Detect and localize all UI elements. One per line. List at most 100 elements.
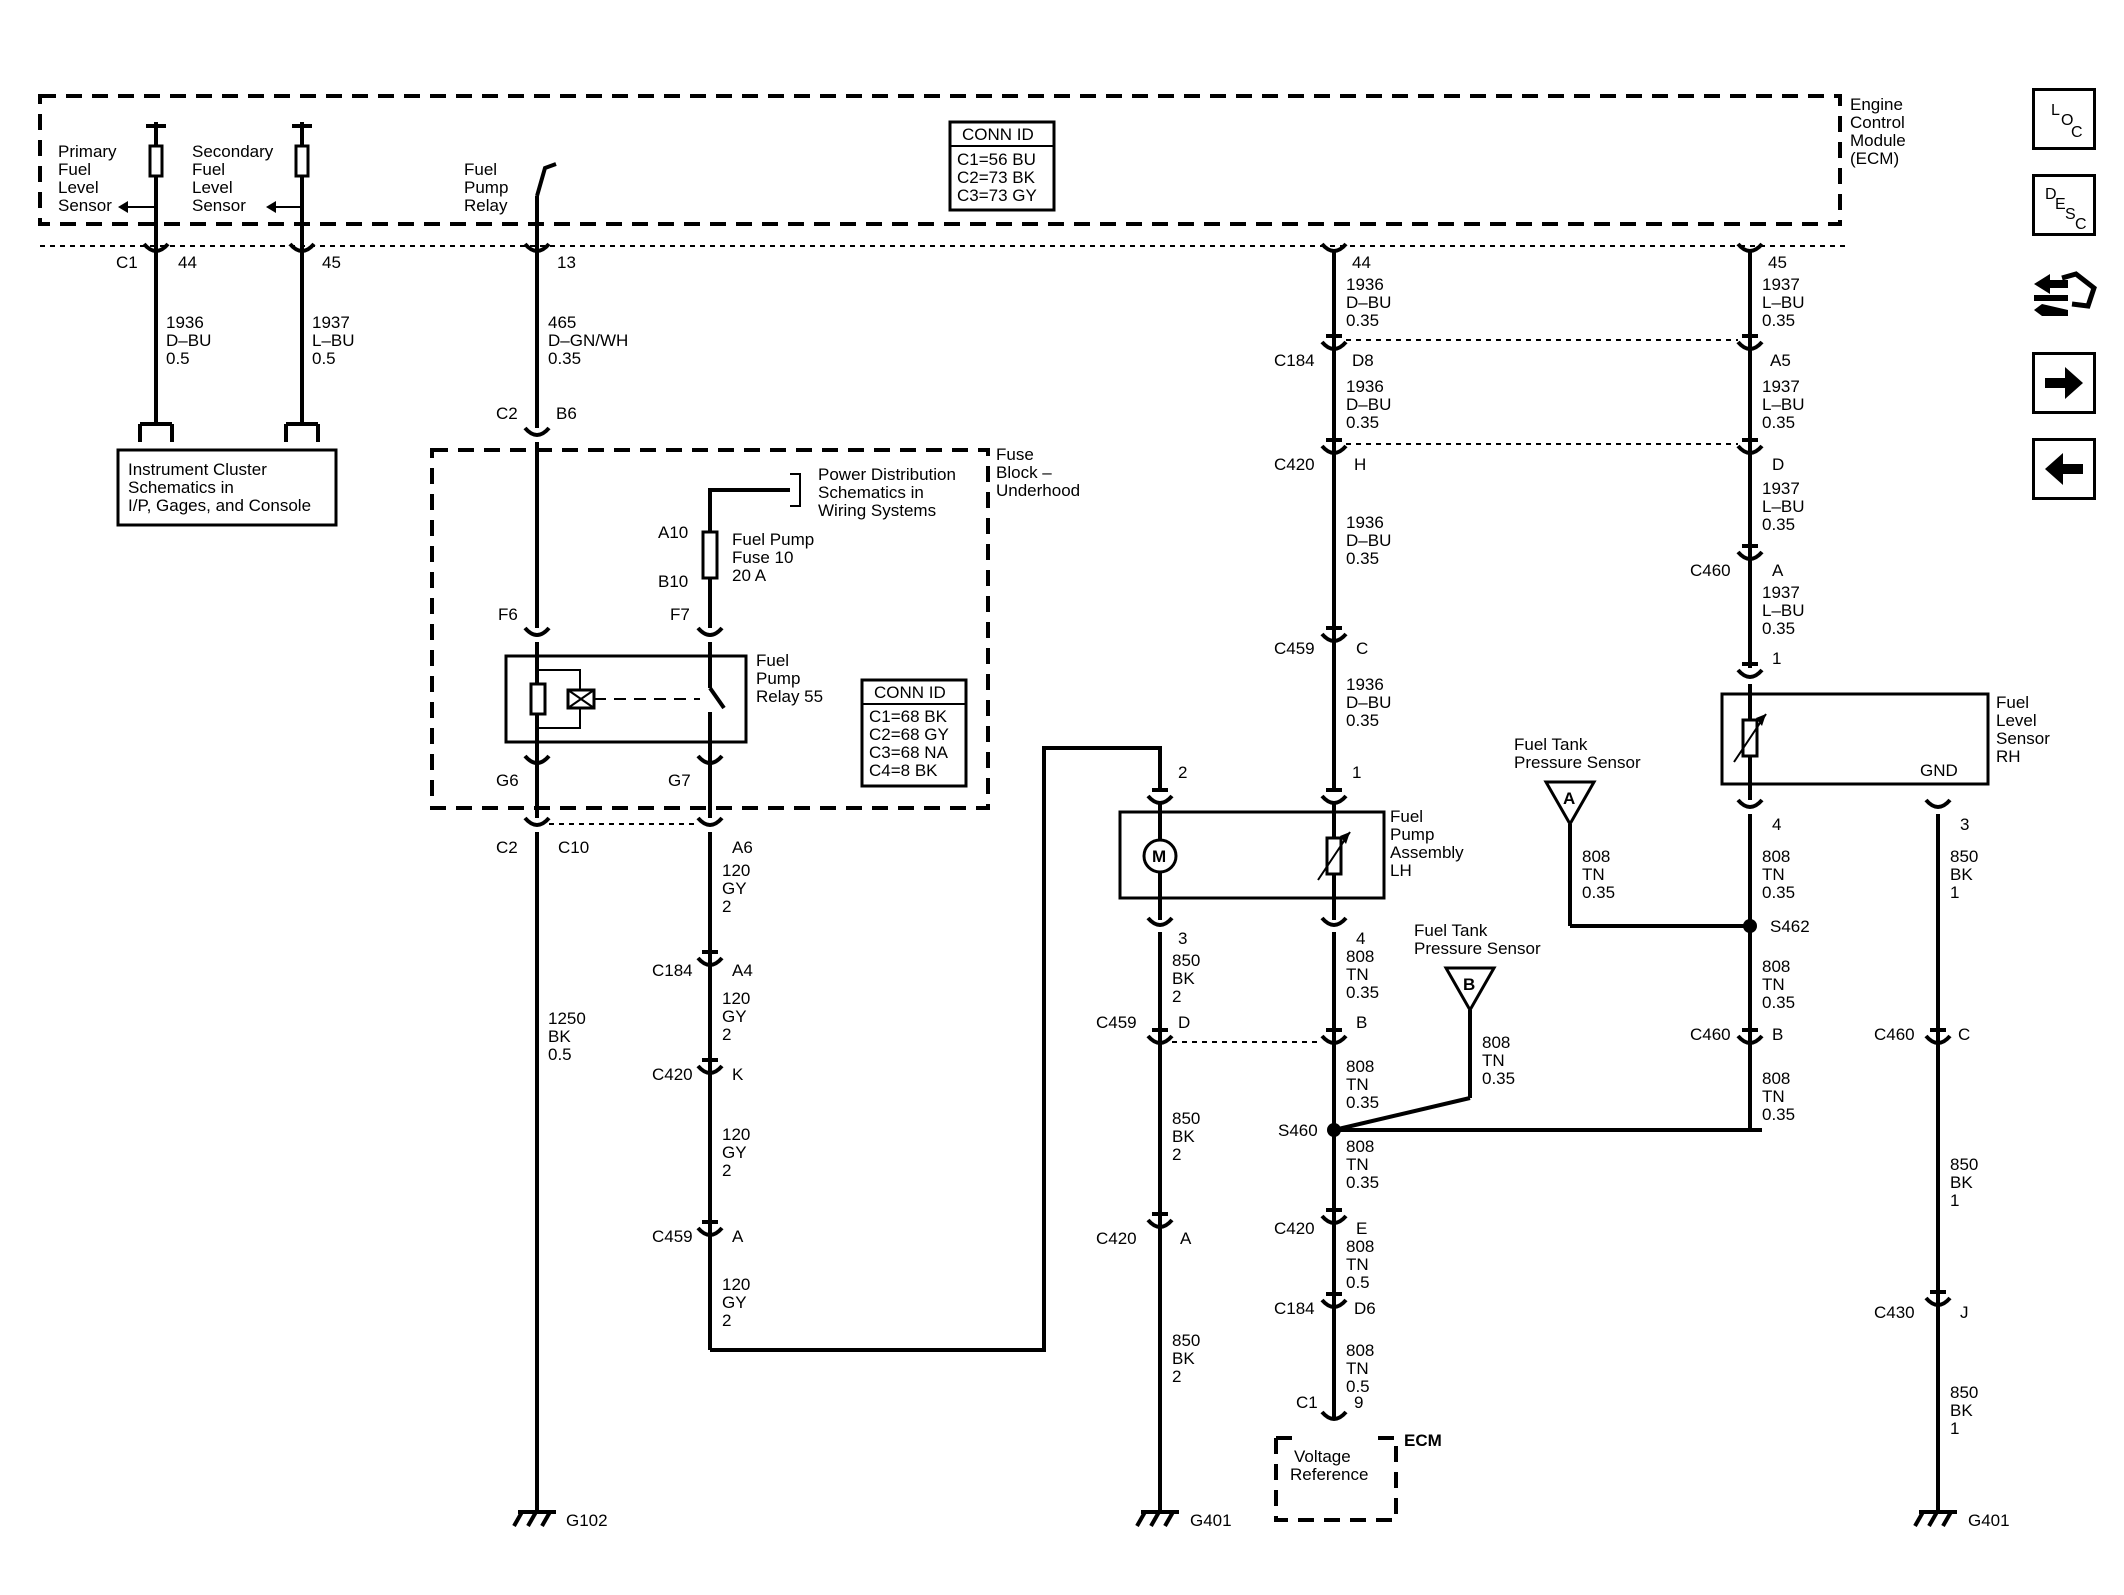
svg-text:A10: A10 [658, 523, 688, 542]
svg-text:B: B [1463, 975, 1475, 994]
svg-text:A5: A5 [1770, 351, 1791, 370]
svg-text:808: 808 [1346, 947, 1374, 966]
svg-text:Schematics in: Schematics in [818, 483, 924, 502]
svg-text:1937: 1937 [1762, 275, 1800, 294]
svg-text:0.35: 0.35 [1346, 711, 1379, 730]
previous-button[interactable] [2032, 438, 2096, 500]
svg-text:Fuel Tank: Fuel Tank [1514, 735, 1588, 754]
svg-text:Pump: Pump [464, 178, 508, 197]
svg-text:C459: C459 [652, 1227, 693, 1246]
location-button[interactable]: L O C [2032, 88, 2096, 150]
svg-text:1: 1 [1950, 883, 1959, 902]
svg-text:3: 3 [1960, 815, 1969, 834]
svg-text:Fuse 10: Fuse 10 [732, 548, 793, 567]
svg-text:GND: GND [1920, 761, 1958, 780]
svg-text:1: 1 [1950, 1419, 1959, 1438]
svg-text:Assembly: Assembly [1390, 843, 1464, 862]
svg-text:TN: TN [1762, 975, 1785, 994]
svg-text:0.35: 0.35 [1346, 983, 1379, 1002]
svg-text:Level: Level [58, 178, 99, 197]
svg-text:1: 1 [1352, 763, 1361, 782]
fuse-block-title: Fuse Block – Underhood [996, 445, 1080, 500]
svg-text:C1=68 BK: C1=68 BK [869, 707, 948, 726]
svg-text:850: 850 [1172, 951, 1200, 970]
svg-text:C420: C420 [1274, 455, 1315, 474]
svg-text:GY: GY [722, 879, 747, 898]
svg-text:2: 2 [1178, 763, 1187, 782]
ground-g102: G102 [512, 1510, 608, 1530]
svg-text:I/P, Gages, and Console: I/P, Gages, and Console [128, 496, 311, 515]
svg-text:0.35: 0.35 [1346, 311, 1379, 330]
svg-text:0.35: 0.35 [1346, 1173, 1379, 1192]
svg-text:D–BU: D–BU [1346, 293, 1391, 312]
description-button[interactable]: D E S C [2032, 174, 2096, 236]
desc-letter-s: S [2065, 206, 2076, 223]
fuel-pump-assembly-lh: 2 1 M Fuel Pump Assembly LH 3 4 [1118, 763, 1464, 948]
wire-465: 465 D–GN/WH 0.35 C2 B6 [496, 252, 628, 437]
svg-text:C460: C460 [1690, 1025, 1731, 1044]
svg-text:S462: S462 [1770, 917, 1810, 936]
power-distribution-reference: Power Distribution Schematics in Wiring … [708, 465, 956, 616]
fuel-pump-relay-input: Fuel Pump Relay [464, 160, 557, 250]
ecm-title: Engine Control Module (ECM) [1850, 95, 1906, 168]
svg-text:G7: G7 [668, 771, 691, 790]
svg-text:BK: BK [1950, 1401, 1973, 1420]
svg-text:1: 1 [1772, 649, 1781, 668]
svg-text:C2=73 BK: C2=73 BK [957, 168, 1036, 187]
svg-text:Relay: Relay [464, 196, 508, 215]
svg-text:4: 4 [1356, 929, 1365, 948]
svg-text:ECM: ECM [1404, 1431, 1442, 1450]
svg-text:L–BU: L–BU [1762, 293, 1805, 312]
svg-text:C3=73 GY: C3=73 GY [957, 186, 1037, 205]
svg-text:D–BU: D–BU [166, 331, 211, 350]
svg-text:0.35: 0.35 [1762, 311, 1795, 330]
connector-view-button[interactable] [2028, 262, 2100, 328]
svg-text:K: K [732, 1065, 744, 1084]
svg-text:C2: C2 [496, 404, 518, 423]
svg-text:Fuel: Fuel [192, 160, 225, 179]
loc-letter-l: L [2051, 102, 2060, 119]
desc-letter-d: D [2045, 186, 2057, 203]
ecm-box [38, 94, 1842, 226]
svg-text:C3=68 NA: C3=68 NA [869, 743, 949, 762]
ground-g401-left: G401 [1135, 1510, 1232, 1530]
svg-text:L–BU: L–BU [1762, 497, 1805, 516]
svg-text:C460: C460 [1874, 1025, 1915, 1044]
svg-text:808: 808 [1582, 847, 1610, 866]
svg-text:G401: G401 [1190, 1511, 1232, 1530]
svg-text:Instrument Cluster: Instrument Cluster [128, 460, 267, 479]
svg-text:Fuel: Fuel [58, 160, 91, 179]
svg-text:3: 3 [1178, 929, 1187, 948]
svg-text:120: 120 [722, 1125, 750, 1144]
wire-1936-to-pump: 1936 D–BU 0.35 C184 D8 1936 D–BU 0.35 C4… [1274, 252, 1738, 790]
svg-text:120: 120 [722, 861, 750, 880]
svg-text:4: 4 [1772, 815, 1781, 834]
svg-text:BK: BK [1950, 1173, 1973, 1192]
svg-text:Level: Level [192, 178, 233, 197]
svg-text:2: 2 [722, 897, 731, 916]
svg-text:B: B [1772, 1025, 1783, 1044]
svg-text:A6: A6 [732, 838, 753, 857]
instrument-cluster-box: Instrument Cluster Schematics in I/P, Ga… [116, 448, 338, 527]
svg-text:0.35: 0.35 [1762, 1105, 1795, 1124]
svg-text:TN: TN [1762, 865, 1785, 884]
arrow-left-icon [2045, 453, 2083, 485]
svg-text:TN: TN [1346, 1075, 1369, 1094]
svg-text:Fuel Tank: Fuel Tank [1414, 921, 1488, 940]
svg-text:850: 850 [1172, 1109, 1200, 1128]
wire-1250-ground: 1250 BK 0.5 [535, 832, 586, 1510]
svg-text:Pump: Pump [1390, 825, 1434, 844]
svg-text:GY: GY [722, 1293, 747, 1312]
wire-808-to-ecm: 808 TN 0.35 B 808 TN 0.35 S460 808 TN 0.… [1274, 932, 1379, 1421]
svg-text:0.35: 0.35 [1582, 883, 1615, 902]
svg-text:1936: 1936 [1346, 275, 1384, 294]
svg-text:Sensor: Sensor [192, 196, 246, 215]
fuse-block-box [430, 448, 990, 810]
relay-pin-f6-f7: F6 F7 [498, 605, 724, 637]
wire-850-pump-ground: 850 BK 2 C459 D 850 BK 2 C420 A 850 BK 2 [1096, 932, 1322, 1510]
wire-120-chain: 120 GY 2 C184 A4 120 GY 2 C420 K 120 GY … [652, 746, 1162, 1352]
svg-text:0.35: 0.35 [548, 349, 581, 368]
connector-c2-bottom: C2 C10 A6 [496, 816, 753, 857]
svg-text:0.35: 0.35 [1762, 413, 1795, 432]
next-button[interactable] [2032, 352, 2096, 414]
